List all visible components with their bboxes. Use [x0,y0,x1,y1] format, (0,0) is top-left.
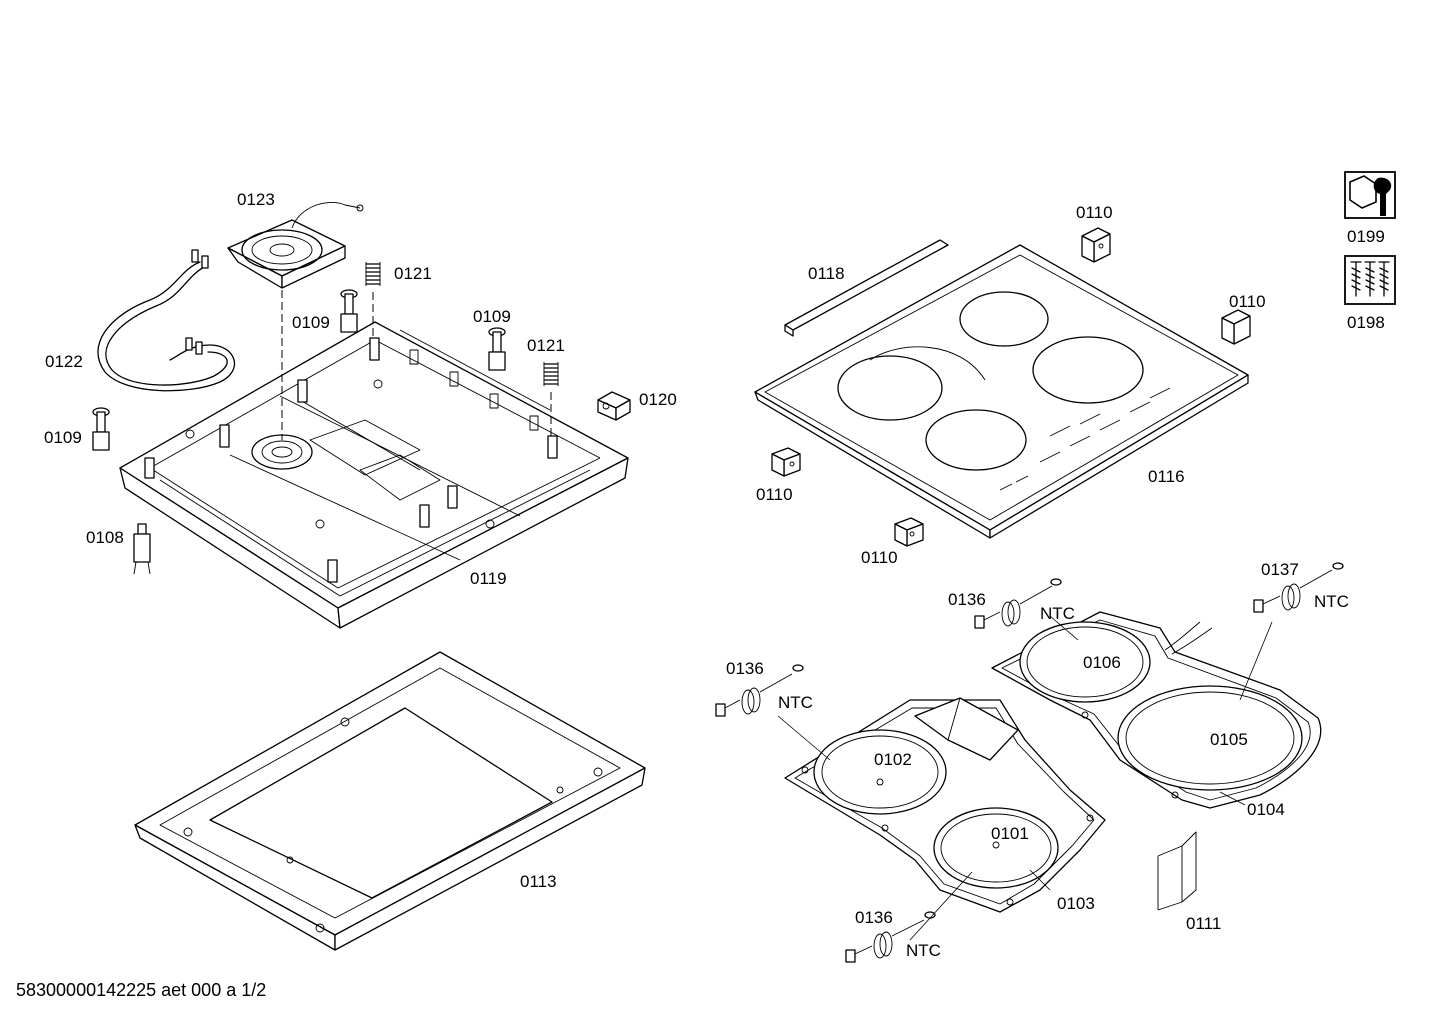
foot-0109-b [488,327,506,371]
bracket-0110-bottom [894,517,924,547]
label-spring-b: 0121 [527,336,565,355]
induction-coil-0106 [1019,621,1151,703]
coil-carrier-0103 [784,697,1106,913]
icon-code-0198: 0198 [1347,313,1385,332]
leader-lines [777,615,1273,941]
label-spring-a: 0121 [394,264,432,283]
label-coil-front-right: 0101 [991,824,1029,843]
label-foot-b: 0109 [473,307,511,326]
label-carrier-right: 0104 [1247,800,1285,819]
label-coil-rear-left: 0106 [1083,653,1121,672]
label-sensor-bottom: 0136 [855,908,893,927]
foot-0109-a [340,289,358,333]
frame-0113 [134,651,646,951]
label-ntc-4: NTC [906,941,941,960]
label-fan: 0123 [237,190,275,209]
label-foot-c: 0109 [44,428,82,447]
bottom-housing-0119 [119,321,629,629]
label-profile-strip: 0118 [808,264,845,283]
label-carrier-left: 0103 [1057,894,1095,913]
shield-bracket-0111 [1157,831,1197,911]
label-foot-small: 0108 [86,528,124,547]
label-glass-top: 0116 [1148,467,1185,486]
label-sensor-left-mid: 0136 [726,659,764,678]
foot-0109-c [92,407,110,451]
spring-0121-a [365,262,381,286]
label-sensor-right: 0137 [1261,560,1299,579]
bracket-0110-top [1081,227,1111,263]
label-bottom-housing: 0119 [470,569,507,588]
hexagon-screw-wrench-icon [1344,171,1396,219]
label-coil-front-left: 0102 [874,750,912,769]
foot-0108 [133,523,151,575]
label-shield-bracket: 0111 [1186,914,1221,933]
touch-control-marks [999,387,1171,491]
cable-0122 [97,249,235,392]
induction-coil-0102 [813,729,947,815]
fan-0123 [227,201,364,289]
icon-code-0199: 0199 [1347,227,1385,246]
ntc-sensor-0136-b [715,664,804,717]
label-bracket-top: 0110 [1076,203,1113,222]
label-frame: 0113 [520,872,557,891]
label-ntc-2: NTC [1314,592,1349,611]
bracket-0110-left [771,447,801,477]
clip-0120 [597,391,631,421]
document-code: 58300000142225 aet 000 a 1/2 [16,980,267,1000]
label-ntc-1: NTC [1040,604,1075,623]
glass-ceramic-top-0116 [754,244,1249,539]
label-bracket-right: 0110 [1229,292,1266,311]
label-bracket-bottom: 0110 [861,548,898,567]
label-coil-rear-right: 0105 [1210,730,1248,749]
part-labels: 0123 0121 0121 0109 0109 0109 0122 0108 … [44,190,1349,960]
label-ntc-3: NTC [778,693,813,712]
bracket-0110-right [1221,309,1251,345]
label-sensor-left-top: 0136 [948,590,986,609]
profile-strip-0118 [784,239,949,337]
ntc-sensor-0137 [1253,562,1344,613]
label-clip: 0120 [639,390,677,409]
ntc-sensor-0136-a [974,578,1062,629]
induction-coil-0105 [1117,685,1303,791]
induction-coil-0101 [933,807,1059,889]
label-cable: 0122 [45,352,83,371]
label-bracket-left: 0110 [756,485,793,504]
screws-set-icon [1344,255,1396,305]
ntc-sensor-0136-c [845,911,936,963]
label-foot-a: 0109 [292,313,330,332]
spring-0121-b [543,362,559,386]
